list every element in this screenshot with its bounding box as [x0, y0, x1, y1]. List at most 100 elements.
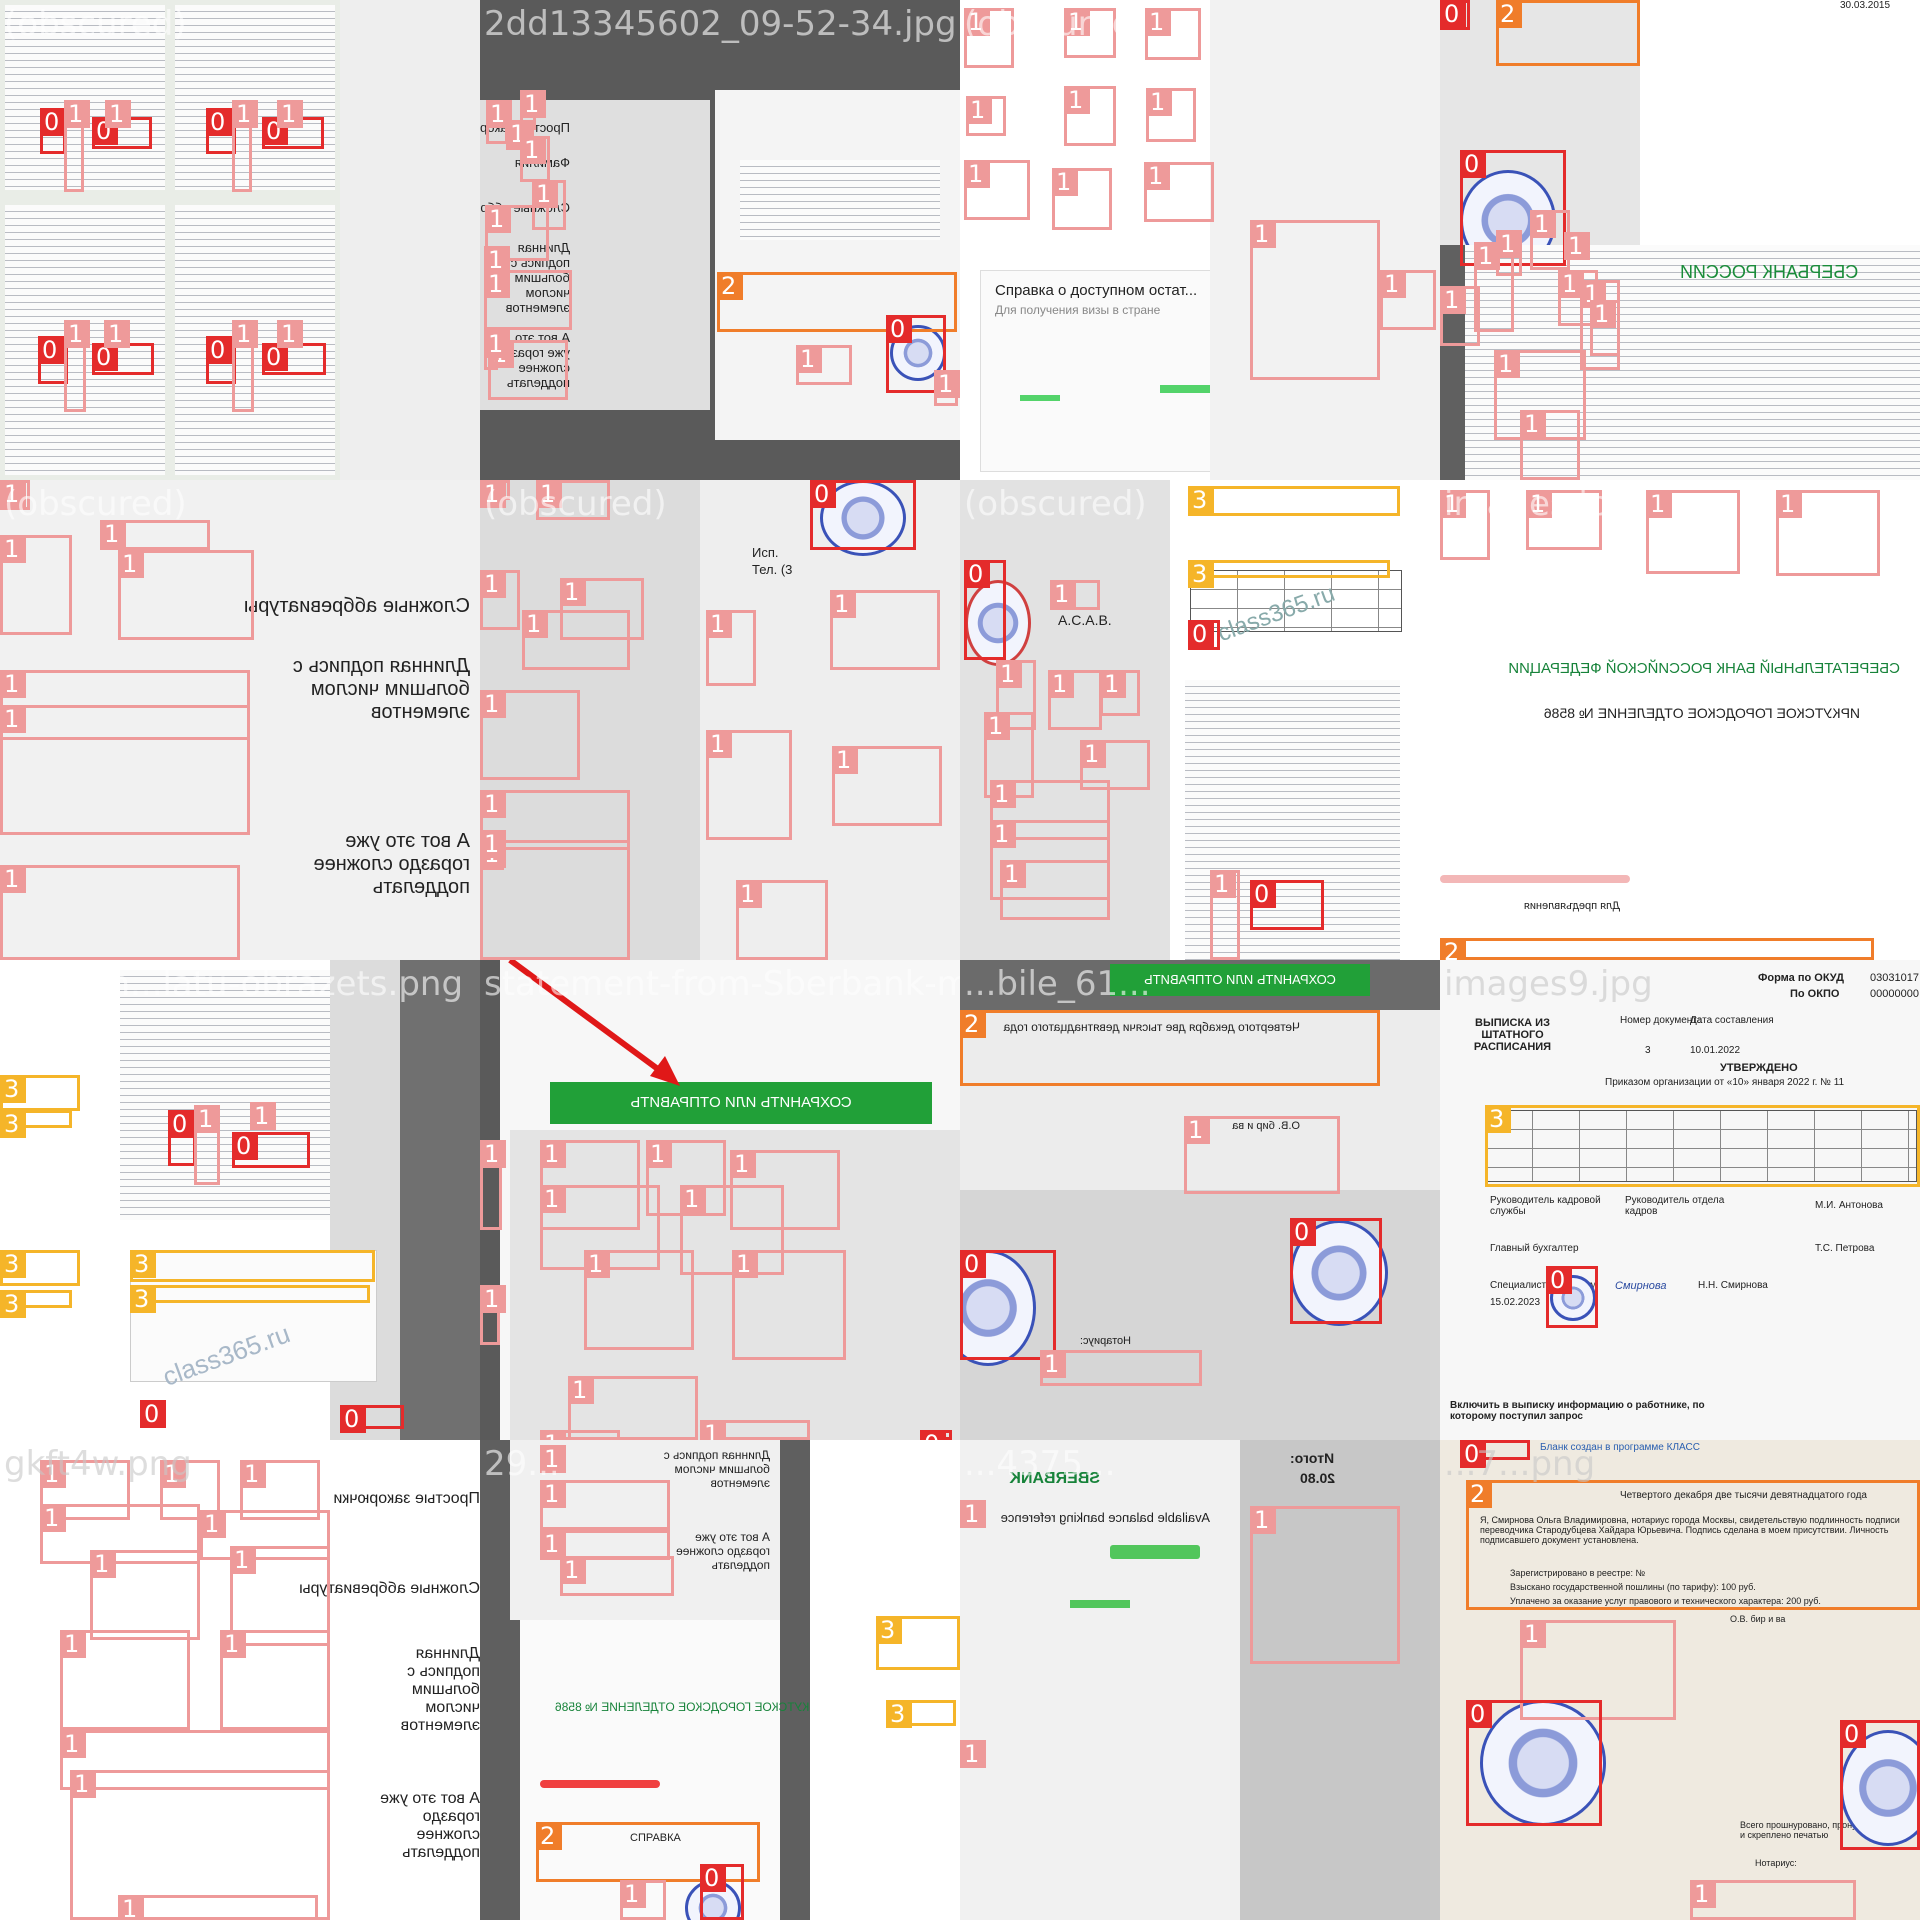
bbox-0: 1 — [0, 480, 30, 510]
bbox-11: 1 — [118, 1895, 318, 1920]
tile-8: class365.ru 3 3 0 0 1 1 3 3 3 3 0 0 sche… — [0, 960, 480, 1440]
caption: Сложные аббревиатуры — [243, 595, 470, 617]
doc-title: Available balance banking reference — [1000, 1510, 1210, 1525]
bbox-1: 0 — [1440, 0, 1470, 30]
bbox-6: 3 — [0, 1250, 80, 1286]
tile-filename: ...7...png — [1444, 1444, 1596, 1484]
bbox-3: 1 — [520, 136, 550, 182]
tile-filename: statement-from-Sberbank-m... — [484, 964, 960, 1004]
bank-header: СБЕРЕГАТЕЛЬНЫЙ БАНК РОССИЙСКОЙ ФЕДЕРАЦИИ — [1508, 660, 1900, 677]
bbox-0: 0 — [1460, 1440, 1530, 1468]
okud-label: Форма по ОКУД — [1758, 972, 1844, 984]
tile-3: 30.03.2015 СБЕРБАНК РОССИИ 2 0 0 1 1 1 1… — [1440, 0, 1920, 480]
bbox-13: 1 — [736, 880, 828, 960]
caption: А вот это уже гораздо сложнее подделать — [380, 1790, 480, 1861]
tile-4: Сложные аббревиатуры Длинная подпись с б… — [0, 480, 480, 960]
bbox-6: 1 — [484, 246, 510, 274]
tile-14: SBERBANK Available balance banking refer… — [960, 1440, 1440, 1920]
save-or-send-button[interactable]: СОХРАНИТЬ ИЛИ ОТПРАВИТЬ — [550, 1082, 932, 1124]
bbox-3: 1 — [1776, 490, 1880, 576]
bbox-9: 1 — [484, 330, 510, 370]
tile-filename: gkft4w.png — [4, 1444, 192, 1484]
bbox-12: 0 — [920, 1430, 952, 1440]
bbox-10: 1 — [990, 780, 1110, 840]
doc-heading: Четвертого декабря две тысячи девятнадца… — [1620, 1490, 1867, 1501]
program-note: Бланк создан в программе КЛАСС — [1540, 1442, 1700, 1453]
tile-filename: images9.jpg — [1444, 964, 1653, 1004]
bbox-8: 1 — [480, 830, 506, 870]
stamp — [1840, 1730, 1920, 1846]
bbox-6: 1 — [0, 865, 240, 960]
bbox-7: 1 — [277, 100, 303, 128]
bbox-8: 1 — [1144, 162, 1214, 222]
bbox-1: 1 — [160, 1460, 220, 1520]
bbox-0: 2 — [1496, 0, 1640, 66]
doc-text: Для предъявления — [1523, 900, 1620, 912]
bbox-6: 1 — [964, 160, 1030, 220]
bank-name: СБЕРБАНК РОССИИ — [1680, 262, 1859, 282]
bbox-0: 1 — [486, 100, 512, 144]
bbox-5: 1 — [1146, 88, 1196, 142]
tile-filename: (obscured) — [964, 4, 1147, 44]
bbox-13: 1 — [934, 370, 960, 406]
bbox-12: 1 — [1520, 410, 1580, 480]
doc-heading: СПРАВКА — [630, 1832, 681, 1844]
bbox-2: 1 — [240, 1460, 320, 1520]
tile-filename: schet-n...latu-obrazets.png — [4, 964, 464, 1004]
tile-filename: 29... — [484, 1444, 560, 1484]
bbox-12: 1 — [1000, 860, 1110, 920]
bbox-4: 1 — [194, 1105, 220, 1185]
doc-text: Тел. (3 — [752, 562, 793, 577]
bbox-3: 1 — [118, 550, 254, 640]
bbox-0: 1 — [480, 1140, 506, 1230]
bbox-3: 1 — [105, 100, 131, 128]
bbox-10: 0 — [140, 1400, 166, 1428]
bbox-4: 1 — [200, 1510, 330, 1560]
screen-subtitle: Для получения визы в стране — [995, 303, 1161, 317]
bbox-8: 1 — [732, 1250, 846, 1360]
bbox-2: 1 — [540, 1530, 670, 1560]
bbox-7: 1 — [484, 270, 572, 330]
tile-7: СБЕРЕГАТЕЛЬНЫЙ БАНК РОССИЙСКОЙ ФЕДЕРАЦИИ… — [1440, 480, 1920, 960]
tile-6: class365.ru A.C.A.B. 3 3 0 0 1 1 1 1 1 1… — [960, 480, 1440, 960]
bbox-11: 0 — [340, 1405, 404, 1433]
bbox-1: 3 — [0, 1110, 72, 1138]
bbox-1: 2 — [1466, 1480, 1920, 1610]
tile-9: СОХРАНИТЬ ИЛИ ОТПРАВИТЬ 1 1 1 1 1 1 1 1 … — [480, 960, 960, 1440]
date: 30.03.2015 — [1840, 0, 1891, 11]
bbox-1: 1 — [100, 520, 210, 550]
sig-name: М.И. Антонова — [1815, 1200, 1883, 1211]
bbox-2: 1 — [1145, 8, 1201, 60]
bbox-5: 1 — [232, 100, 258, 192]
bbox-5: 1 — [1690, 1880, 1856, 1920]
sig-role: Руководитель кадровой службы — [1490, 1195, 1601, 1217]
bbox-1: 1 — [1184, 1116, 1340, 1194]
bbox-6: 1 — [1048, 670, 1102, 730]
doc-number: 3 — [1645, 1045, 1651, 1056]
tile-filename: images.jpg — [1444, 484, 1632, 524]
bbox-5: 1 — [250, 1102, 276, 1130]
tile-filename: (obscured) — [4, 4, 187, 44]
doc-date: 10.01.2022 — [1690, 1045, 1741, 1056]
bbox-3: 0 — [960, 1250, 1056, 1360]
bbox-13: 1 — [232, 320, 258, 412]
caption: Длинная подпись с большим числом элемент… — [292, 655, 470, 723]
bbox-6: 1 — [480, 790, 630, 850]
tile-5: Исп. Тел. (3 1 1 1 1 1 1 1 1 1 1 1 1 1 1… — [480, 480, 960, 960]
bbox-4: 3 — [876, 1616, 960, 1670]
bbox-12: 1 — [796, 345, 852, 385]
bbox-3: 0 — [1466, 1700, 1602, 1826]
bbox-10: 2 — [717, 272, 957, 332]
bbox-0: 1 — [540, 1445, 566, 1473]
bbox-6: 1 — [230, 1546, 330, 1646]
bbox-1: 1 — [536, 480, 610, 520]
bbox-3: 1 — [1440, 286, 1480, 346]
bbox-2: 1 — [1646, 490, 1740, 574]
bbox-11: 1 — [700, 1420, 810, 1440]
bbox-8: 1 — [220, 1630, 330, 1730]
tile-12: Простые закорючки Сложные аббревиатуры Д… — [0, 1440, 480, 1920]
bbox-0: 1 — [1440, 490, 1490, 560]
doc-title: ВЫПИСКА ИЗ ШТАТНОГО РАСПИСАНИЯ — [1473, 1017, 1552, 1053]
caption: А вот это уже гораздо сложнее подделать — [313, 830, 470, 898]
